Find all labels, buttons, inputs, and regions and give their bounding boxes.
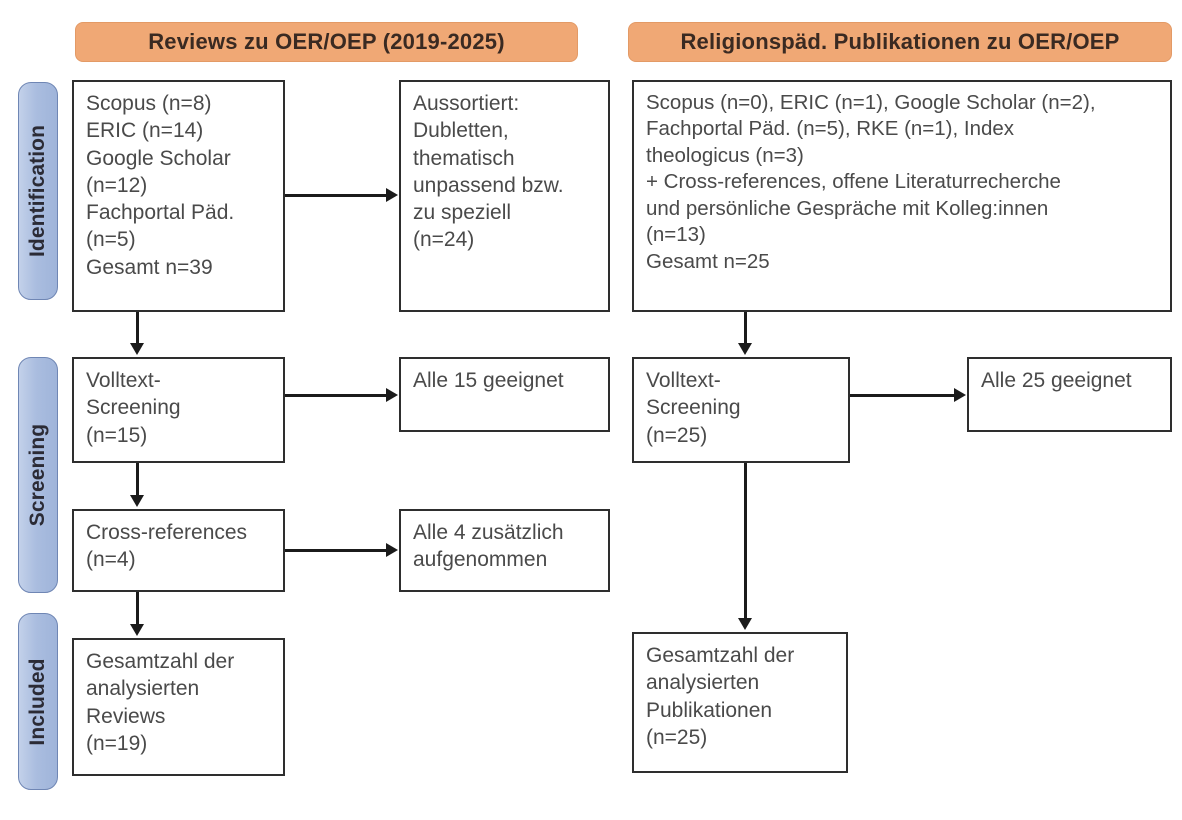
connector-right-screening-to-result — [850, 394, 954, 397]
stage-label-identification: Identification — [26, 124, 49, 258]
connector-left-sources-to-screening — [136, 312, 139, 345]
connector-right-sources-to-screening — [744, 312, 747, 345]
column-header-reviews: Reviews zu OER/OEP (2019-2025) — [75, 22, 578, 62]
arrowhead-left-crossrefs-to-result — [386, 543, 398, 557]
box-right-fulltext-screening: Volltext- Screening (n=25) — [632, 357, 850, 463]
box-left-identification-sources: Scopus (n=8) ERIC (n=14) Google Scholar … — [72, 80, 285, 312]
connector-left-sources-to-excluded — [285, 194, 386, 197]
connector-left-crossrefs-to-result — [285, 549, 386, 552]
box-right-fulltext-result: Alle 25 geeignet — [967, 357, 1172, 432]
box-left-fulltext-result: Alle 15 geeignet — [399, 357, 610, 432]
arrowhead-right-sources-to-screening — [738, 343, 752, 355]
arrowhead-left-crossrefs-to-included — [130, 624, 144, 636]
box-left-crossrefs-result: Alle 4 zusätzlich aufgenommen — [399, 509, 610, 592]
box-right-identification-sources: Scopus (n=0), ERIC (n=1), Google Scholar… — [632, 80, 1172, 312]
arrowhead-left-sources-to-screening — [130, 343, 144, 355]
stage-label-screening: Screening — [26, 423, 49, 527]
stage-pill-screening: Screening — [18, 357, 58, 593]
box-left-crossrefs: Cross-references (n=4) — [72, 509, 285, 592]
column-header-religionspaed: Religionspäd. Publikationen zu OER/OEP — [628, 22, 1172, 62]
connector-right-screening-to-included — [744, 463, 747, 620]
arrowhead-left-sources-to-excluded — [386, 188, 398, 202]
arrowhead-left-screening-to-result — [386, 388, 398, 402]
connector-left-crossrefs-to-included — [136, 592, 139, 626]
connector-left-screening-to-crossrefs — [136, 463, 139, 497]
stage-pill-identification: Identification — [18, 82, 58, 300]
box-left-identification-excluded: Aussortiert: Dubletten, thematisch unpas… — [399, 80, 610, 312]
arrowhead-right-screening-to-included — [738, 618, 752, 630]
box-left-fulltext-screening: Volltext- Screening (n=15) — [72, 357, 285, 463]
connector-left-screening-to-result — [285, 394, 386, 397]
arrowhead-right-screening-to-result — [954, 388, 966, 402]
box-left-included-total: Gesamtzahl der analysierten Reviews (n=1… — [72, 638, 285, 776]
box-right-included-total: Gesamtzahl der analysierten Publikatione… — [632, 632, 848, 773]
stage-label-included: Included — [26, 657, 49, 746]
arrowhead-left-screening-to-crossrefs — [130, 495, 144, 507]
stage-pill-included: Included — [18, 613, 58, 790]
